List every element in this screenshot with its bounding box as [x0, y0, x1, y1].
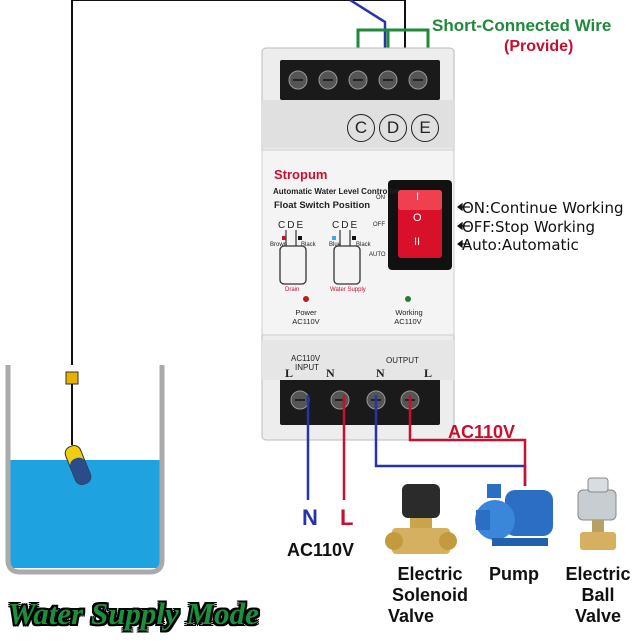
drain-float-diagram — [279, 230, 307, 285]
drain-label: Drain — [285, 287, 300, 293]
switch-off-label: OFF — [373, 222, 385, 228]
water-supply-label: Water Supply — [330, 287, 366, 293]
float-switch-icon — [64, 371, 92, 485]
drain-cde-label: CDE — [278, 220, 306, 231]
arrow-left-icon — [457, 202, 470, 249]
terminal-c-label: C — [347, 114, 375, 142]
red-output-wire — [408, 395, 527, 486]
terminal-d-label: D — [379, 114, 407, 142]
top-terminal-screws — [288, 70, 428, 90]
float-cable — [71, 0, 406, 365]
supply-float-diagram — [332, 230, 361, 285]
rocker-ii-mark: II — [414, 236, 421, 248]
controller-title: Automatic Water Level Controller — [273, 187, 400, 196]
drain-color-brown: Brown — [270, 242, 288, 248]
led-icon — [405, 296, 411, 302]
ball-valve-icon — [577, 477, 617, 550]
mode-title: Water Supply Mode — [8, 596, 259, 631]
ball-valve-line2: Ball — [581, 585, 615, 605]
solenoid-valve-label: Electric Solenoid Valve — [380, 564, 480, 627]
mode-on-text: ON:Continue Working — [462, 199, 624, 217]
term-l-input: L — [285, 366, 294, 380]
led-icon — [303, 296, 309, 302]
working-label: Working — [395, 308, 423, 317]
solenoid-line1: Electric — [397, 564, 463, 584]
supply-cde-label: CDE — [332, 220, 360, 231]
pump-label: Pump — [488, 564, 539, 584]
neutral-letter: N — [302, 505, 318, 530]
ball-valve-label: Electric Ball Valve — [558, 564, 638, 627]
power-voltage: AC110V — [292, 317, 320, 326]
pump-icon — [475, 484, 553, 546]
short-wire-subtitle: (Provide) — [504, 38, 574, 55]
terminal-e-label: E — [411, 114, 439, 142]
term-n-output: N — [376, 366, 385, 380]
output-label: OUTPUT — [386, 356, 419, 365]
solenoid-valve-icon — [385, 484, 457, 554]
short-wire-title: Short-Connected Wire — [432, 16, 612, 35]
supply-color-blue: Blue — [329, 242, 342, 248]
drain-color-black: Black — [301, 242, 316, 248]
term-n-input: N — [326, 366, 335, 380]
mode-off-text: OFF:Stop Working — [462, 218, 596, 236]
brand-label: Stropum — [274, 167, 328, 182]
working-voltage: AC110V — [394, 317, 422, 326]
float-switch-title: Float Switch Position — [274, 200, 371, 211]
switch-on-label: ON — [376, 195, 385, 201]
line-letter: L — [340, 505, 354, 530]
solenoid-line2: Solenoid — [392, 585, 468, 605]
output-voltage-label: AC110V — [448, 422, 516, 442]
ball-valve-line3: Valve — [574, 606, 622, 626]
rocker-switch-icon[interactable] — [388, 180, 452, 270]
input-voltage-label: AC110V — [291, 354, 321, 363]
input-voltage-caption: AC110V — [287, 540, 355, 560]
rocker-o-mark: O — [413, 212, 422, 224]
ball-valve-line1: Electric — [565, 564, 631, 584]
input-label: INPUT — [295, 363, 319, 372]
solenoid-line3: Valve — [388, 606, 435, 626]
power-label: Power — [295, 308, 317, 317]
supply-color-black: Black — [356, 242, 371, 248]
term-l-output: L — [424, 366, 433, 380]
switch-auto-label: AUTO — [369, 252, 386, 258]
rocker-i-mark: I — [416, 191, 420, 203]
mode-auto-text: Auto:Automatic — [462, 236, 579, 254]
